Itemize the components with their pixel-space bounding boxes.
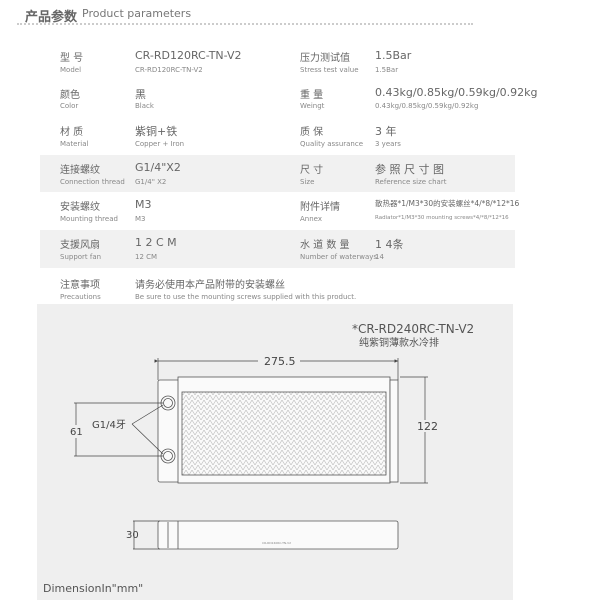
param-r-en: Number of waterways — [300, 253, 378, 261]
param-r-en: Weingt — [300, 102, 325, 110]
param-v-cn: CR-RD120RC-TN-V2 — [135, 49, 242, 62]
param-rv-cn: 1.5Bar — [375, 49, 412, 62]
param-rv-cn: 1 4条 — [375, 238, 404, 251]
height-label: 122 — [417, 420, 438, 433]
param-r-en: Annex — [300, 215, 322, 223]
port-spacing-label: 61 — [70, 427, 83, 438]
port-label: G1/4牙 — [92, 419, 126, 431]
param-v-en: M3 — [135, 215, 146, 223]
param-r-en: Size — [300, 178, 315, 186]
param-v-cn: M3 — [135, 198, 152, 211]
thickness-label: 30 — [126, 530, 139, 541]
param-l-en: Color — [60, 102, 79, 110]
section-title-en: Product parameters — [82, 7, 192, 20]
param-rv-cn: 散热器*1/M3*30的安装螺丝*4/*8/*12*16 — [375, 199, 520, 208]
param-r-cn: 质 保 — [300, 127, 324, 138]
param-rv-en: 1.5Bar — [375, 66, 399, 74]
section-title-cn: 产品参数 — [25, 10, 78, 25]
param-rv-cn: 参 照 尺 寸 图 — [375, 163, 444, 176]
radiator-endcap — [157, 379, 181, 483]
param-v-cn: 紫铜+铁 — [135, 125, 178, 138]
width-label: 275.5 — [264, 355, 296, 368]
param-rv-en: 0.43kg/0.85kg/0.59kg/0.92kg — [375, 102, 479, 110]
param-l-en: Model — [60, 66, 82, 74]
param-rv-en: 3 years — [375, 140, 401, 148]
param-rv-cn: 0.43kg/0.85kg/0.59kg/0.92kg — [375, 86, 538, 99]
unit-note: DimensionIn"mm" — [43, 582, 143, 595]
param-v-cn: 1 2 C M — [135, 236, 177, 249]
param-l-cn: 型 号 — [60, 53, 84, 64]
param-rv-cn: 3 年 — [375, 125, 397, 138]
param-l-en: Mounting thread — [60, 215, 118, 223]
param-r-cn: 压力测试值 — [300, 53, 350, 64]
param-l-en: Support fan — [60, 253, 102, 261]
param-v-en: Be sure to use the mounting screws suppl… — [135, 293, 357, 301]
param-v-en: Black — [135, 102, 154, 110]
param-v-en: CR-RD120RC-TN-V2 — [135, 66, 203, 74]
side-view — [157, 520, 399, 550]
param-rv-en: 14 — [375, 253, 384, 261]
diagram-subtitle: 纯紫铜薄款水冷排 — [359, 336, 439, 349]
param-v-cn: 请务必使用本产品附带的安装螺丝 — [135, 280, 285, 291]
header-divider — [17, 23, 473, 25]
param-r-en: Quality assurance — [300, 140, 364, 148]
param-r-cn: 重 量 — [300, 90, 324, 101]
param-l-cn: 材 质 — [60, 127, 84, 138]
param-v-cn: G1/4"X2 — [135, 161, 181, 174]
param-v-en: Copper + Iron — [135, 140, 185, 148]
param-l-cn: 安装螺纹 — [60, 202, 100, 213]
param-r-cn: 水 道 数 量 — [300, 240, 350, 251]
param-r-cn: 附件详情 — [300, 202, 340, 213]
diagram-model: *CR-RD240RC-TN-V2 — [352, 322, 474, 336]
param-l-cn: 注意事项 — [60, 280, 100, 291]
side-model-label: CR-RD240RC-TN-V2 — [262, 541, 291, 545]
param-v-en: 12 CM — [135, 253, 158, 261]
radiator-fins — [181, 391, 387, 476]
param-l-en: Connection thread — [60, 178, 125, 186]
param-r-en: Stress test value — [300, 66, 359, 74]
param-rv-en: Reference size chart — [375, 178, 447, 186]
param-l-cn: 颜色 — [60, 90, 80, 101]
param-v-en: G1/4" X2 — [135, 178, 167, 186]
param-v-cn: 黑 — [135, 88, 146, 101]
row-shade — [40, 155, 515, 192]
row-shade — [40, 230, 515, 268]
param-l-en: Material — [60, 140, 89, 148]
param-l-cn: 连接螺纹 — [60, 165, 100, 176]
param-r-cn: 尺 寸 — [300, 165, 324, 176]
param-l-en: Precautions — [60, 293, 101, 301]
param-rv-en: Radiator*1/M3*30 mounting screws*4/*8/*1… — [375, 215, 509, 221]
param-l-cn: 支援风扇 — [60, 240, 100, 251]
